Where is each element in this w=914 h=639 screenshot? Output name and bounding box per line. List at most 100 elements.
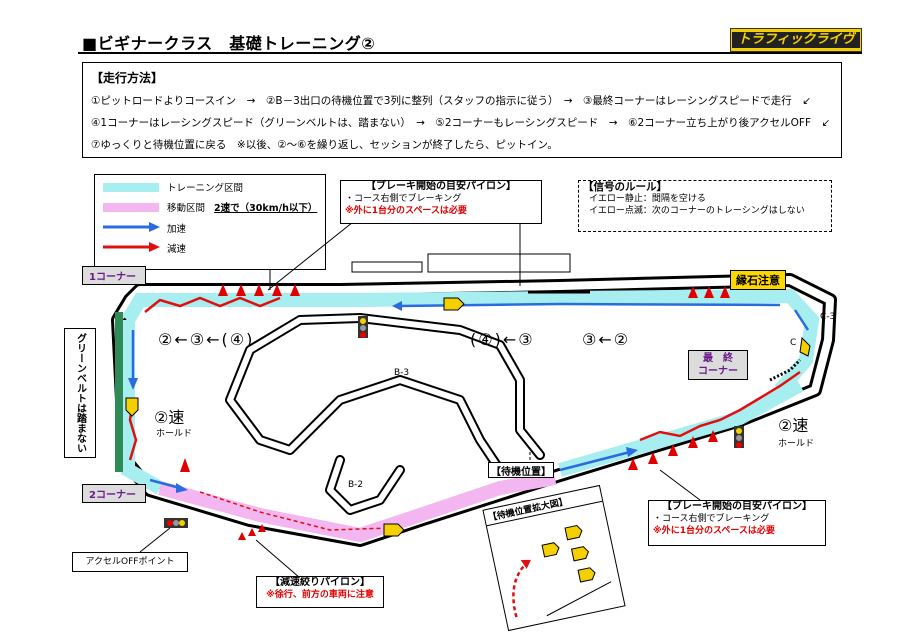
pit-building <box>427 253 571 273</box>
legend-training-label: トレーニング区間 <box>167 183 244 194</box>
legend-decel-arrow-icon <box>103 242 160 252</box>
corner-1-label: 1コーナー <box>82 266 146 285</box>
brake-pylon-callout-bottom: 【ブレーキ開始の目安パイロン】 ・コース右側でブレーキング ※外に1台分のスペー… <box>648 500 826 546</box>
method-heading: 【走行方法】 <box>91 71 164 85</box>
cone <box>708 430 718 442</box>
signal-rules-box: 【信号のルール】 イエロー静止：間隔を空ける イエロー点滅：次のコーナーのトレー… <box>578 180 832 232</box>
final-corner-label: 最 終 コーナー <box>688 350 748 380</box>
decel-pylon-title: 【減速絞りパイロン】 <box>270 577 370 588</box>
corner-2-label: 2コーナー <box>82 484 146 503</box>
brake-pylon-callout-top: 【ブレーキ開始の目安パイロン】 ・コース右側でブレーキング ※外に1台分のスペー… <box>340 180 542 224</box>
brake-pylon-bottom-warn: ※外に1台分のスペースは必要 <box>653 526 775 536</box>
car-marker-icon <box>564 525 583 541</box>
training-zone-right <box>558 378 804 477</box>
gear-hold-right: ホールド <box>778 439 815 449</box>
signal-light-icon <box>734 426 744 448</box>
callout-pointer <box>255 539 301 579</box>
callout-pointer <box>659 469 701 501</box>
legend-transfer-note: 2速で（30km/h以下） <box>214 203 318 214</box>
signal-light-icon <box>358 316 368 338</box>
car-marker-icon <box>541 542 560 558</box>
page-title: ■ビギナークラス 基礎トレーニング② <box>82 34 376 53</box>
gear-hold-left: ホールド <box>156 429 193 439</box>
cone <box>248 528 256 536</box>
waiting-position-label: 【待機位置】 <box>488 462 554 478</box>
brand-logo-text: トラフィックライヴ <box>731 32 861 48</box>
cone <box>720 286 730 298</box>
brake-pylon-title: 【ブレーキ開始の目安パイロン】 <box>366 181 516 192</box>
waiting-zoom-inset: 【待機位置拡大図】 <box>482 484 626 632</box>
pit-building <box>351 261 423 273</box>
cone <box>236 284 246 296</box>
decel-pylon-warn: ※徐行、前方の車両に注意 <box>266 590 374 600</box>
accel-head-left <box>128 378 138 390</box>
car-marker-icon <box>799 336 811 357</box>
callout-pointer <box>139 527 171 553</box>
method-step-1: ①ピットロードよりコースイン → ②B－3出口の待機位置で3列に整列（スタッフの… <box>91 95 811 107</box>
decel-pylon-callout: 【減速絞りパイロン】 ※徐行、前方の車両に注意 <box>256 576 384 608</box>
waiting-zoom-diagram <box>512 525 612 618</box>
b3-label: B-3 <box>394 368 410 378</box>
cone <box>648 452 658 464</box>
gear-sequence-right: ③←② <box>582 330 631 349</box>
brand-logo: トラフィックライヴ <box>730 28 862 52</box>
training-zone-left <box>121 320 164 495</box>
b2-label: B-2 <box>348 480 364 490</box>
title-rule <box>78 52 862 54</box>
decel-line-1c <box>144 296 281 313</box>
car-marker-icon <box>443 297 465 311</box>
accel-line-right <box>559 450 631 472</box>
method-step-3: ⑦ゆっくりと待機位置に戻る ※以後、②～⑥を繰り返し、セッションが終了したら、ピ… <box>91 139 558 151</box>
driving-method-box: 【走行方法】 ①ピットロードよりコースイン → ②B－3出口の待機位置で3列に整… <box>82 62 842 158</box>
accel-line-c3 <box>793 309 810 331</box>
accel-off-point-label: アクセルOFFポイント <box>72 552 188 572</box>
legend-swatch-training <box>103 183 159 192</box>
cone <box>238 532 246 540</box>
brake-pylon-bottom-line1: ・コース右側でブレーキング <box>653 514 770 524</box>
cone <box>688 436 698 448</box>
signal-rules-line1: イエロー静止：間隔を空ける <box>589 194 706 204</box>
legend-decel-label: 減速 <box>167 244 187 255</box>
final-corner-line1: 最 終 <box>703 353 733 364</box>
legend-accel-label: 加速 <box>167 224 187 235</box>
accel-line-c2 <box>149 478 181 490</box>
legend-transfer-label: 移動区間 2速で（30km/h以下） <box>167 200 317 214</box>
decel-line-final <box>639 370 801 442</box>
car-marker-icon <box>570 546 590 562</box>
legend-transfer-text: 移動区間 <box>167 203 206 214</box>
car-marker-icon <box>125 397 139 417</box>
gear-sequence-left: ②←③←(④) <box>158 330 255 349</box>
brake-pylon-line1: ・コース右側でブレーキング <box>345 194 462 204</box>
cone <box>688 286 698 298</box>
signal-rules-line2: イエロー点滅：次のコーナーのトレーシングはしない <box>589 206 805 216</box>
cone <box>704 286 714 298</box>
cone <box>254 284 264 296</box>
brake-pylon-bottom-title: 【ブレーキ開始の目安パイロン】 <box>662 501 812 512</box>
accel-head-c2 <box>176 483 188 493</box>
c-label: C <box>790 338 797 348</box>
signal-light-icon <box>164 518 188 528</box>
decel-line-transfer <box>199 491 391 531</box>
final-corner-line2: コーナー <box>698 366 738 377</box>
signal-rules-title: 【信号のルール】 <box>583 181 667 193</box>
gear-speed-left: ②速 <box>154 408 185 427</box>
car-marker-icon <box>577 567 596 583</box>
accel-head-right <box>626 447 638 457</box>
cone <box>668 444 678 456</box>
gear-sequence-mid: (④)←③ <box>470 330 535 349</box>
cone <box>272 284 282 296</box>
cone-group <box>180 284 730 540</box>
legend-swatch-transfer <box>103 203 159 212</box>
cone <box>180 458 190 472</box>
legend-box: トレーニング区間 移動区間 2速で（30km/h以下） 加速 減速 <box>94 174 326 270</box>
gear-speed-right: ②速 <box>778 416 809 435</box>
legend-accel-arrow-icon <box>103 222 160 232</box>
c3-label: C-3 <box>820 312 836 322</box>
cone <box>218 284 228 296</box>
cone <box>258 524 266 532</box>
cone <box>628 458 638 470</box>
method-step-2: ④1コーナーはレーシングスピード（グリーンベルトは、踏まない） → ⑤2コーナー… <box>91 117 831 129</box>
accel-head-top <box>392 301 402 311</box>
curb-caution-label: 縁石注意 <box>730 270 786 290</box>
